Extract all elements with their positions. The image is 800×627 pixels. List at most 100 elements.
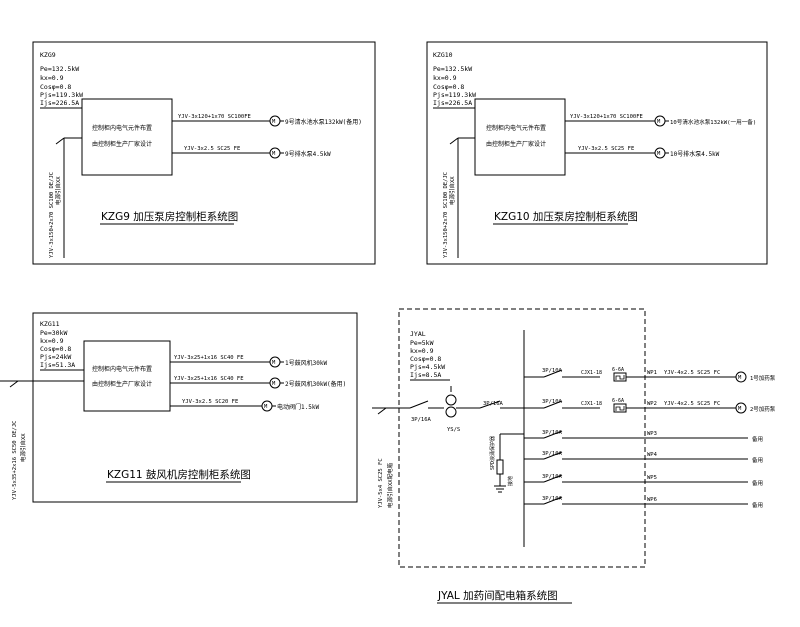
panel-kzg10-incoming-note: 电源引自XX [448,176,456,205]
panel-kzg11-name: KZG11 [40,320,60,328]
panel-kzg10-box-line1: 控制柜内电气元件布置 [486,124,546,132]
panel-kzg10-feeder1-desc: 10号清水池水泵132kW(一用一备) [670,118,756,126]
panel-kzg11-feeder2-desc: 2号鼓风机30kW(备用) [285,380,346,388]
panel-kzg11-param: kx=0.9 [40,337,64,345]
panel-kzg11-feeder3-cable: YJV-3x2.5 SC20 FE [182,399,238,405]
panel-jyal-incoming-breaker-label: 3P/16A [411,417,432,423]
circuit-relay: 6-6A [612,398,624,404]
transformer-icon [445,394,457,406]
thermal-relay-icon [615,406,625,411]
panel-jyal-incoming-mark [377,407,387,415]
panel-jyal-circuit: 3P/10A CJX1-18 6-6A WP1 YJV-4x2.5 SC25 F… [524,367,776,383]
motor-label: M [272,151,276,157]
panel-kzg11-param: Pjs=24kW [40,353,71,361]
motor-label: M [657,119,661,125]
circuit-breaker: 3P/10A [542,368,563,374]
panel-jyal-param: Pe=5kW [410,339,434,347]
circuit-breaker: 3P/10A [542,430,563,436]
panel-kzg10-param: Pjs=119.3kW [433,91,476,99]
panel-kzg11-frame [32,312,358,503]
circuit-breaker-switch [543,400,563,409]
panel-kzg10-box [474,98,566,176]
panel-jyal-spd-device: SPD浪涌保护器 [489,436,496,470]
panel-jyal-param: Pjs=4.5kW [410,363,445,371]
panel-kzg10-feeder2-desc: 10号排水泵4.5kW [670,150,720,158]
circuit-contactor: CJX1-18 [581,370,602,376]
panel-kzg11-feeder1-desc: 1号鼓风机30kW [285,359,327,367]
circuit-id: WP2 [647,401,657,407]
circuit-breaker: 3P/10A [542,451,563,457]
panel-kzg11-incoming-note: 电源引自XX [19,433,27,462]
circuit-contactor: CJX1-18 [581,401,602,407]
circuit-id: WP6 [647,497,657,503]
panel-kzg11-incoming-cable: YJV-5x35+2x16 SC50 DE/JC [12,421,18,500]
panel-kzg9-param: kx=0.9 [40,74,64,82]
panel-kzg10-title: KZG10 加压泵房控制柜系统图 [494,210,638,223]
panel-jyal-incoming-note: 电源引自XX配电箱 [386,462,394,508]
circuit-load: 备用 [752,479,763,487]
circuit-breaker-switch [543,474,563,483]
panel-kzg10-incoming-cable: YJV-3x150+2x70 SC100 DE/JC [443,172,449,258]
panel-kzg10-box-line2: 由控制柜生产厂家设计 [486,140,546,148]
circuit-load: 备用 [752,435,763,443]
panel-jyal-title: JYAL 加药间配电箱系统图 [437,589,558,602]
panel-kzg11-feeder1-cable: YJV-3x25+1x16 SC40 FE [174,355,244,361]
panel-kzg11-title: KZG11 鼓风机房控制柜系统图 [107,468,251,481]
motor-icon [735,402,747,414]
panel-kzg9-incoming-note: 电源引自XX [54,176,62,205]
motor-icon [735,371,747,383]
panel-kzg9-incoming-mark [55,137,65,145]
panel-jyal-circuit: 3P/10A WP6 备用 [524,496,763,509]
panel-kzg9-frame [32,41,376,265]
panel-jyal-incoming-breaker [409,400,429,409]
thermal-relay-icon [615,375,625,380]
motor-label: M [738,375,742,381]
panel-kzg9-feeder2-desc: 9号排水泵4.5kW [285,150,331,158]
panel-kzg10-param: Pe=132.5kW [433,65,472,73]
panel-jyal-spd-ground: 接地 [507,476,514,486]
circuit-id: WP5 [647,475,657,481]
panel-kzg10-frame [426,41,768,265]
panel-jyal-frame [398,308,646,568]
panel-kzg9-box-line2: 由控制柜生产厂家设计 [92,140,152,148]
circuit-load: 备用 [752,501,763,509]
panel-jyal-spd-box [496,459,504,475]
panel-kzg11-param: Pe=30kW [40,329,67,337]
panel-kzg10-param: Ijs=226.5A [433,99,472,107]
panel-kzg9-incoming-cable: YJV-3x150+2x70 SC100 DE/JC [49,172,55,258]
transformer-icon [445,406,457,418]
panel-jyal-name: JYAL [410,330,426,338]
panel-kzg9-name: KZG9 [40,51,56,59]
circuit-id: WP1 [647,370,657,376]
panel-kzg9: KZG9 Pe=132.5kW kx=0.9 Cosφ=0.8 Pjs=119.… [32,41,376,265]
panel-jyal-circuit: 3P/10A WP3 备用 [524,430,763,443]
panel-kzg10-feeder2-cable: YJV-3x2.5 SC25 FE [578,146,634,152]
circuit-relay: 6-6A [612,367,624,373]
panel-kzg9-box-line1: 控制柜内电气元件布置 [92,124,152,132]
circuit-breaker: 3P/10A [542,399,563,405]
circuit-load: 备用 [752,456,763,464]
panel-jyal-circuit: 3P/10A WP4 备用 [524,451,763,464]
circuit-id: WP4 [647,452,658,458]
panel-kzg9-param: Ijs=226.5A [40,99,79,107]
panel-kzg11-param: Cosφ=0.8 [40,345,71,353]
panel-kzg10: KZG10 Pe=132.5kW kx=0.9 Cosφ=0.8 Pjs=119… [426,41,768,265]
circuit-load: 1号加药泵 [750,374,776,382]
panel-kzg11: KZG11 Pe=30kW kx=0.9 Cosφ=0.8 Pjs=24kW I… [0,312,358,503]
panel-jyal-circuit: 3P/10A CJX1-18 6-6A WP2 YJV-4x2.5 SC25 F… [524,398,776,414]
circuit-breaker: 3P/10A [542,496,563,502]
panel-kzg10-incoming-mark [449,137,459,145]
panel-kzg11-box [83,340,171,412]
panel-kzg9-param: Cosφ=0.8 [40,83,71,91]
panel-kzg9-feeder1-desc: 9号清水池水泵132kW(备用) [285,118,362,126]
panel-kzg11-incoming-mark [9,380,19,388]
panel-kzg9-feeder1-cable: YJV-3x120+1x70 SC100FE [178,114,251,120]
panel-kzg10-feeder1-cable: YJV-3x120+1x70 SC100FE [570,114,643,120]
panel-jyal-param: Cosφ=0.8 [410,355,441,363]
panel-kzg10-param: Cosφ=0.8 [433,83,464,91]
panel-kzg9-box [81,98,173,176]
panel-jyal-param: Ijs=8.5A [410,371,441,379]
motor-label: M [657,151,661,157]
panel-kzg10-name: KZG10 [433,51,453,59]
panel-jyal-param: kx=0.9 [410,347,434,355]
